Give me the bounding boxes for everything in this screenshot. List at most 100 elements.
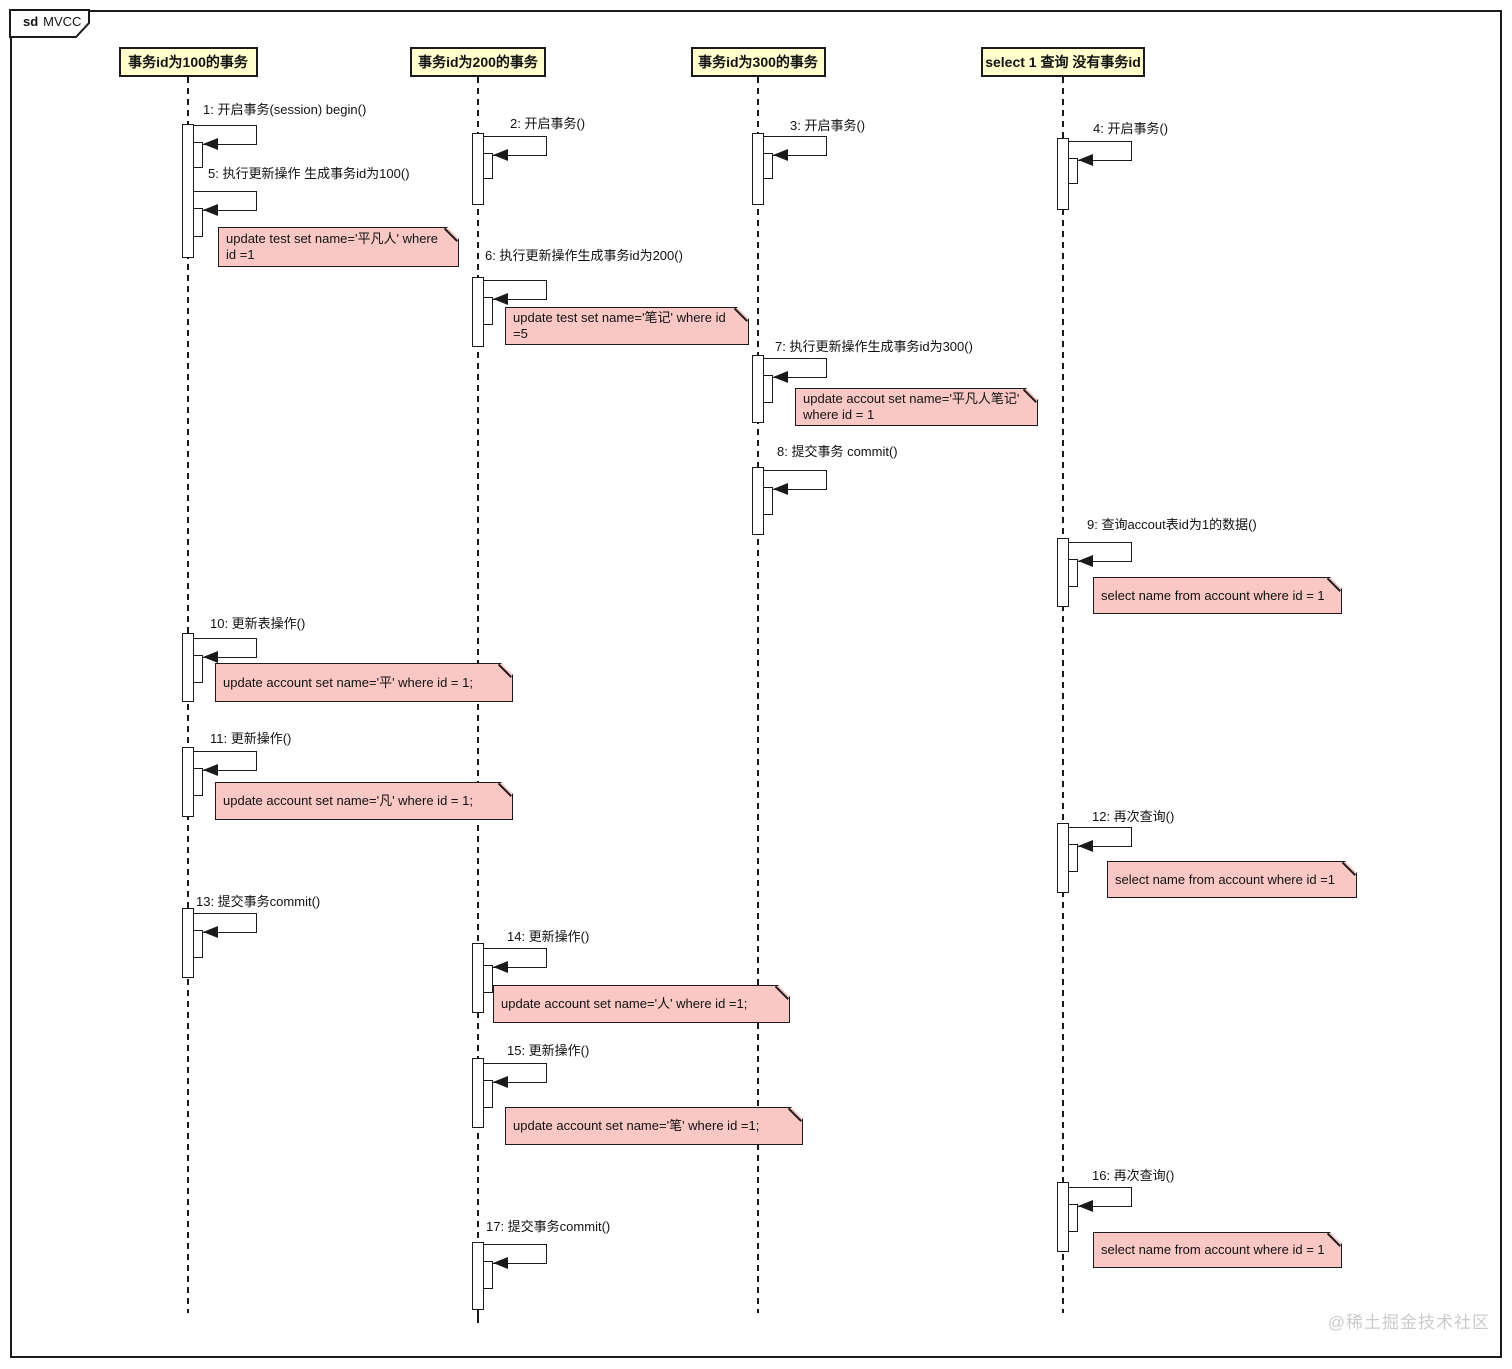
message-label: 2: 开启事务() [510,116,586,131]
lifeline-header: 事务id为200的事务 [410,47,546,77]
message-arrowhead-icon [203,138,218,150]
nested-activation-bar [482,297,493,325]
message-label: 8: 提交事务 commit() [777,444,898,459]
sql-note-text: update account set name='平' where id = 1… [223,674,473,690]
message-label: 3: 开启事务() [790,118,866,133]
message-arrowhead-icon [773,149,788,161]
note-fold-icon [736,306,750,320]
sql-note-text: select name from account where id =1 [1115,871,1336,887]
self-message-arrow [194,913,257,933]
self-message-arrow [484,948,547,968]
message-arrowhead-icon [203,651,218,663]
nested-activation-bar [192,142,203,168]
message-label: 1: 开启事务(session) begin() [203,102,367,117]
sql-note: update account set name='人' where id =1; [493,984,791,1023]
message-arrowhead-icon [773,483,788,495]
nested-activation-bar [762,153,773,179]
message-arrowhead-icon [493,1257,508,1269]
nested-activation-bar [482,1080,493,1108]
frame-title: sd MVCC [23,14,81,29]
message-arrowhead-icon [1078,840,1093,852]
self-message-arrow [194,191,257,211]
message-label: 15: 更新操作() [507,1043,590,1058]
note-fold-icon [1329,1231,1343,1245]
message-label: 13: 提交事务commit() [196,894,321,909]
note-fold-icon [500,781,514,795]
sql-note: update accout set name='平凡人笔记' where id … [795,387,1039,426]
note-fold-icon [777,984,791,998]
activation-bar [182,124,194,258]
nested-activation-bar [192,655,203,683]
nested-activation-bar [482,1261,493,1289]
note-fold-icon [500,662,514,676]
sql-note-text: update test set name='平凡人' where id =1 [226,231,438,262]
self-message-arrow [484,136,547,156]
sql-note: select name from account where id =1 [1107,860,1358,898]
diagram-frame [10,10,1502,1358]
self-message-arrow [194,751,257,771]
lifeline-header: 事务id为300的事务 [690,47,826,77]
nested-activation-bar [762,375,773,403]
note-fold-icon [1329,576,1343,590]
message-arrowhead-icon [203,204,218,216]
note-fold-icon [1025,387,1039,401]
nested-activation-bar [1067,1204,1078,1232]
lifeline [757,77,759,1313]
self-message-arrow [484,1244,547,1264]
message-label: 14: 更新操作() [507,929,590,944]
message-label: 17: 提交事务commit() [486,1219,611,1234]
sql-note-text: select name from account where id = 1 [1101,1242,1325,1257]
frame-keyword: sd [23,14,39,29]
message-label: 11: 更新操作() [210,731,292,746]
sql-note-text: update account set name='笔' where id =1; [513,1118,760,1133]
self-message-arrow [484,280,547,300]
nested-activation-bar [482,965,493,993]
sql-note: select name from account where id = 1 [1093,1231,1343,1268]
message-arrowhead-icon [773,371,788,383]
message-arrowhead-icon [493,961,508,973]
sql-note: update account set name='笔' where id =1; [505,1106,804,1145]
frame-title-tab: sd MVCC [9,9,93,39]
self-message-arrow [764,358,827,378]
lifeline [1062,77,1064,1313]
sql-note-text: update accout set name='平凡人笔记' where id … [803,391,1020,422]
lifeline-tail [477,1310,479,1323]
sql-note-text: update account set name='人' where id =1; [501,996,748,1011]
self-message-arrow [764,470,827,490]
frame-title-text: MVCC [43,14,82,29]
note-fold-icon [1344,860,1358,874]
self-message-arrow [1069,1187,1132,1207]
nested-activation-bar [482,153,493,179]
nested-activation-bar [1067,844,1078,872]
self-message-arrow [484,1063,547,1083]
message-label: 12: 再次查询() [1092,809,1175,824]
sql-note: update test set name='笔记' where id =5 [505,306,750,345]
message-label: 6: 执行更新操作生成事务id为200() [485,248,683,263]
self-message-arrow [194,125,257,145]
nested-activation-bar [1067,158,1078,184]
message-arrowhead-icon [203,764,218,776]
message-arrowhead-icon [493,149,508,161]
self-message-arrow [194,638,257,658]
nested-activation-bar [1067,559,1078,587]
message-arrowhead-icon [1078,555,1093,567]
sql-note: update test set name='平凡人' where id =1 [218,226,460,267]
note-fold-icon [446,226,460,240]
sql-note: select name from account where id = 1 [1093,576,1343,614]
self-message-arrow [1069,141,1132,161]
nested-activation-bar [192,930,203,958]
message-arrowhead-icon [1078,1200,1093,1212]
lifeline-header: 事务id为100的事务 [118,47,258,77]
message-label: 10: 更新表操作() [210,616,306,631]
message-label: 9: 查询accout表id为1的数据() [1087,517,1257,532]
message-label: 7: 执行更新操作生成事务id为300() [775,339,973,354]
self-message-arrow [764,136,827,156]
message-label: 5: 执行更新操作 生成事务id为100() [208,166,410,181]
self-message-arrow [1069,827,1132,847]
note-fold-icon [790,1106,804,1120]
sql-note-text: update test set name='笔记' where id =5 [513,310,726,341]
message-arrowhead-icon [493,293,508,305]
frame-tab-shape [9,9,90,38]
nested-activation-bar [192,208,203,237]
message-label: 16: 再次查询() [1092,1168,1175,1183]
